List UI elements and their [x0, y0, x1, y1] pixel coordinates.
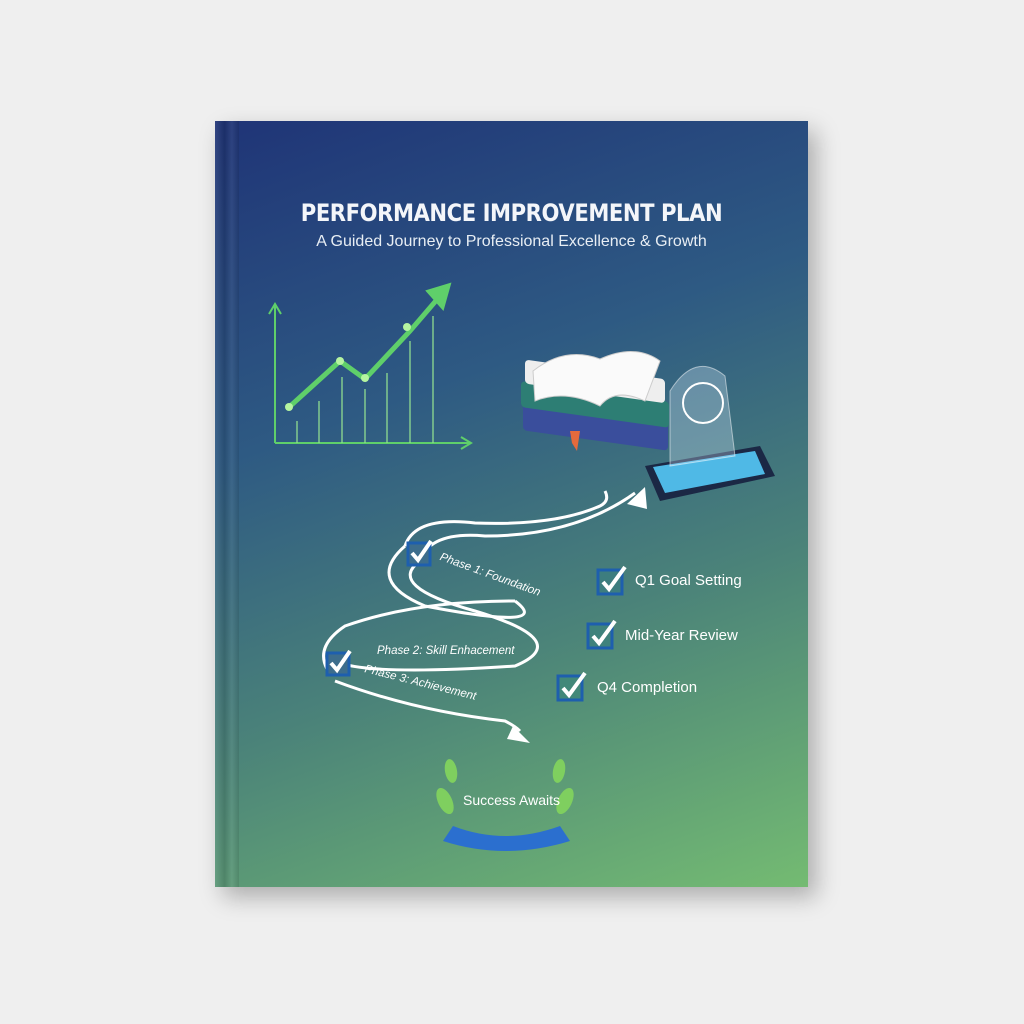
- tablet-brain-icon: [645, 366, 775, 501]
- success-laurel-icon: [436, 759, 574, 851]
- cover-title: PERFORMANCE IMPROVEMENT PLAN: [300, 199, 723, 227]
- book-spine: [215, 121, 239, 887]
- checklist-check-icon: [586, 619, 617, 650]
- path-arrowhead-bottom: [507, 726, 530, 743]
- cover-illustration: [268, 282, 775, 851]
- checklist-check-icon: [596, 565, 627, 596]
- path-arrowhead-top: [627, 487, 647, 509]
- phase-2-label: Phase 2: Skill Enhacement: [377, 645, 515, 657]
- checkbox-phase-1-icon: [406, 539, 433, 567]
- checkbox-phase-2-icon: [325, 649, 352, 677]
- book-cover: PERFORMANCE IMPROVEMENT PLAN A Guided Jo…: [215, 121, 808, 887]
- checklist-item-q4: Q4 Completion: [597, 679, 698, 696]
- success-badge-label: Success Awaits: [463, 792, 561, 808]
- cover-subtitle: A Guided Journey to Professional Excelle…: [316, 233, 707, 250]
- checklist-check-icon: [556, 671, 587, 702]
- books-icon: [521, 350, 669, 451]
- growth-chart-icon: [268, 282, 473, 450]
- journey-path: [322, 490, 636, 733]
- checklist-item-mid-year: Mid-Year Review: [625, 627, 738, 644]
- checklist-item-q1: Q1 Goal Setting: [635, 572, 742, 589]
